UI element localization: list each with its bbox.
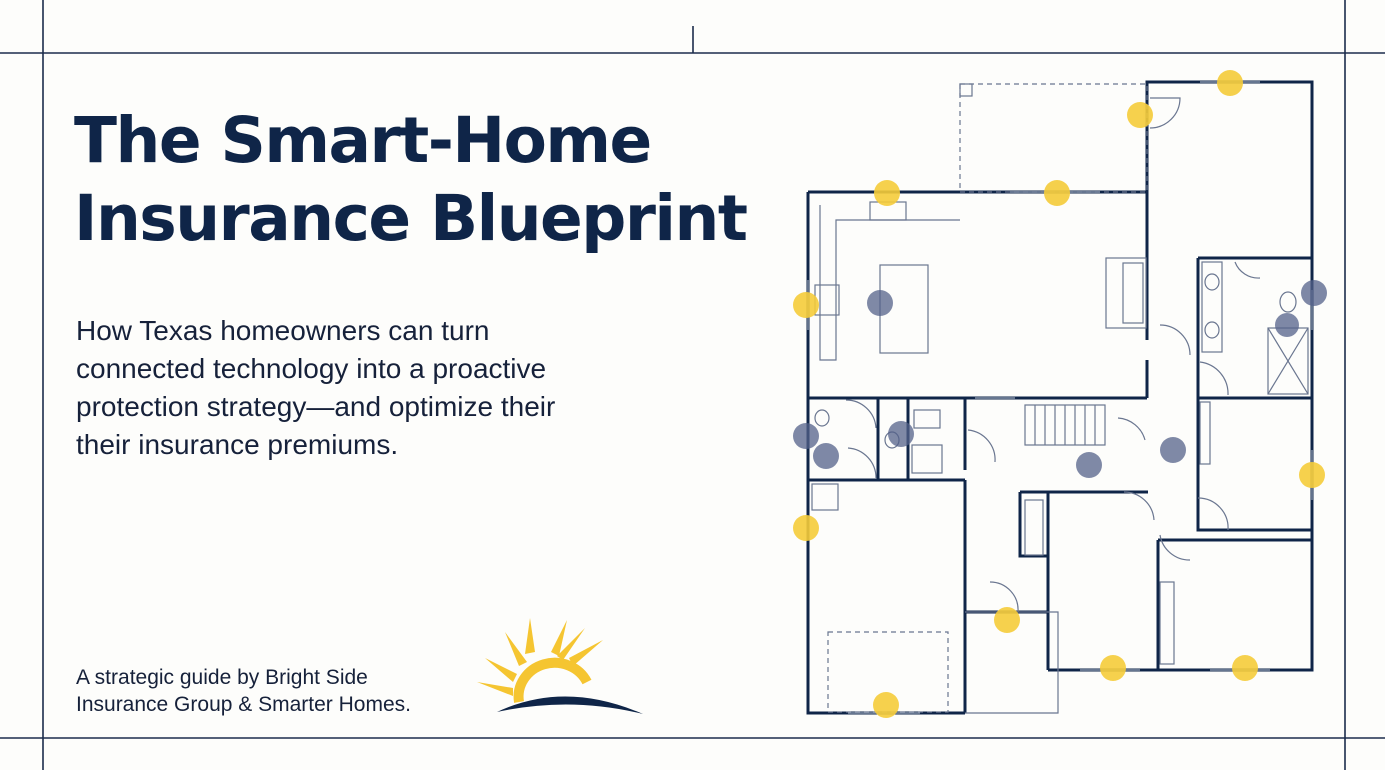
title-line-1: The Smart-Home	[74, 104, 652, 177]
credit-text: A strategic guide by Bright Side Insuran…	[76, 664, 496, 718]
credit-line-2: Insurance Group & Smarter Homes.	[76, 693, 411, 716]
title-line-2: Insurance Blueprint	[74, 182, 748, 255]
sensor-markers-blue	[793, 280, 1327, 478]
subtitle: How Texas homeowners can turn connected …	[76, 312, 636, 464]
sun-rising-over-horizon-logo	[477, 618, 643, 714]
subtitle-line-1: How Texas homeowners can turn	[76, 315, 490, 346]
subtitle-line-2: connected technology into a proactive	[76, 353, 547, 384]
sensor-markers-yellow	[793, 70, 1325, 718]
page-title: The Smart-Home Insurance Blueprint	[74, 102, 794, 258]
subtitle-line-3: protection strategy—and optimize their	[76, 391, 556, 422]
credit-line-1: A strategic guide by Bright Side	[76, 666, 368, 689]
floor-plan-with-smart-sensors	[793, 70, 1327, 718]
subtitle-line-4: their insurance premiums.	[76, 429, 399, 460]
